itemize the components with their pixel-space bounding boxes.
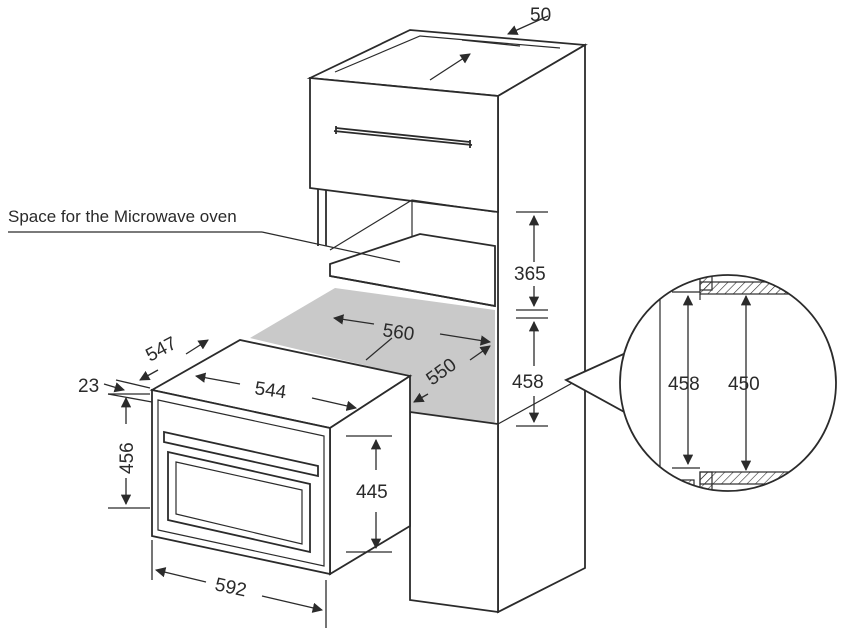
cabinet [250,29,588,614]
niche-shelf [329,233,496,308]
dim-oven-width-592: 592 [213,574,248,601]
dim-detail-450: 450 [728,374,760,395]
microwave-oven [149,339,413,576]
lower-cabinet [409,410,499,614]
detail-view [563,274,837,492]
oven-front [151,388,331,576]
dim-oven-width-544: 544 [253,378,288,403]
microwave-space-label: Space for the Microwave oven [8,207,237,226]
dim-detail-458: 458 [668,374,700,395]
dim-oven-front: 23 [78,376,99,397]
dim-niche-width: 560 [381,320,415,345]
dimension-lines [8,15,549,628]
dim-oven-depth: 547 [142,333,180,366]
dim-niche-height-458: 458 [512,372,544,393]
cabinet-side [497,43,586,614]
dim-niche-height: 365 [514,264,546,285]
dim-oven-height-445: 445 [356,482,388,503]
upper-drawer [309,77,499,214]
dim-top-gap: 50 [530,5,551,26]
dim-oven-height-456: 456 [117,442,138,474]
